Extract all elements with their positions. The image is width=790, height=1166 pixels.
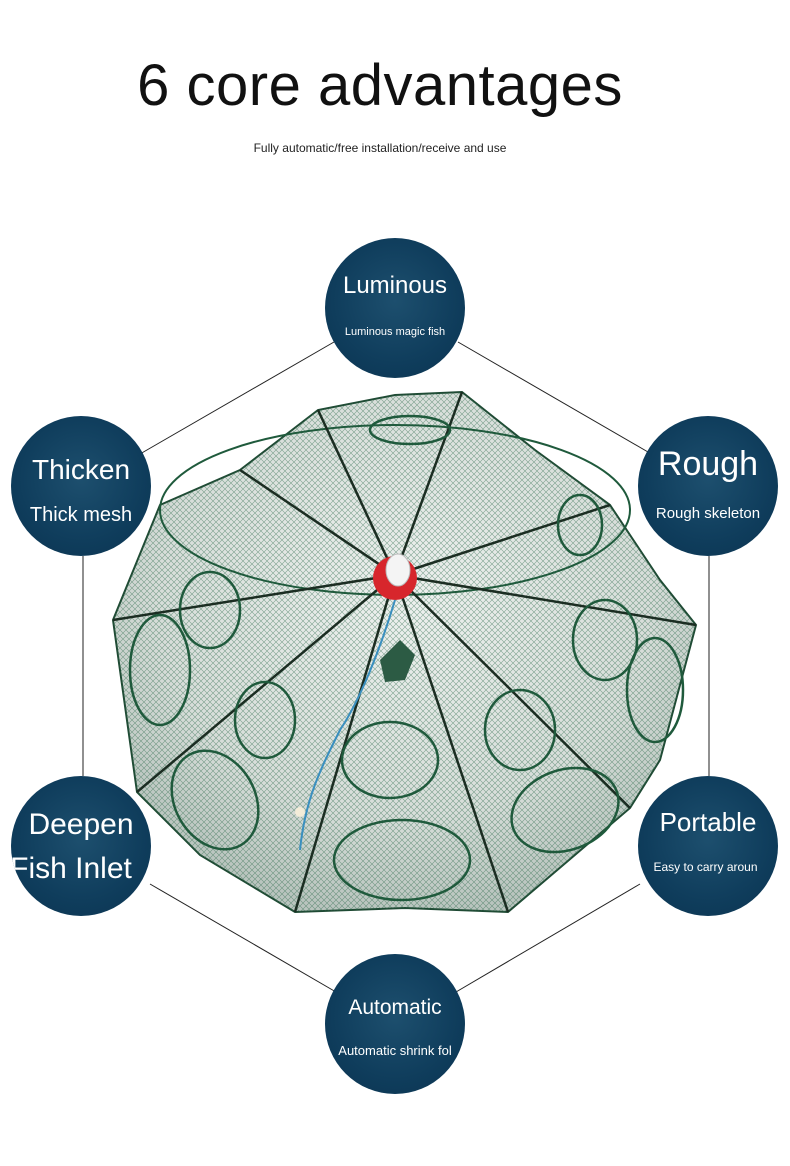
feature-badge-automatic: Automatic Automatic shrink fol [325,954,465,1094]
feature-badge-luminous: Luminous Luminous magic fish [325,238,465,378]
feature-title: Deepen [28,808,134,841]
feature-badge-rough: Rough Rough skeleton [638,416,778,556]
feature-caption: Rough skeleton [655,505,761,522]
feature-title: Rough [657,445,759,483]
feature-caption: Easy to carry aroun [653,860,758,874]
feature-caption: Fish Inlet [11,852,132,885]
feature-title: Luminous [342,272,448,299]
feature-badge-thicken: Thicken Thick mesh [11,416,151,556]
page-title: 6 core advantages [137,53,623,118]
feature-caption: Automatic shrink fol [338,1043,452,1058]
feature-title: Automatic [348,996,442,1019]
page-subtitle: Fully automatic/free installation/receiv… [253,141,507,155]
feature-title: Thicken [31,454,131,485]
feature-caption: Thick mesh [29,504,133,526]
feature-badge-portable: Portable Easy to carry aroun [638,776,778,916]
feature-title: Portable [659,807,757,837]
feature-badge-deepen: Deepen Fish Inlet [11,776,151,916]
feature-caption: Luminous magic fish [344,326,446,338]
